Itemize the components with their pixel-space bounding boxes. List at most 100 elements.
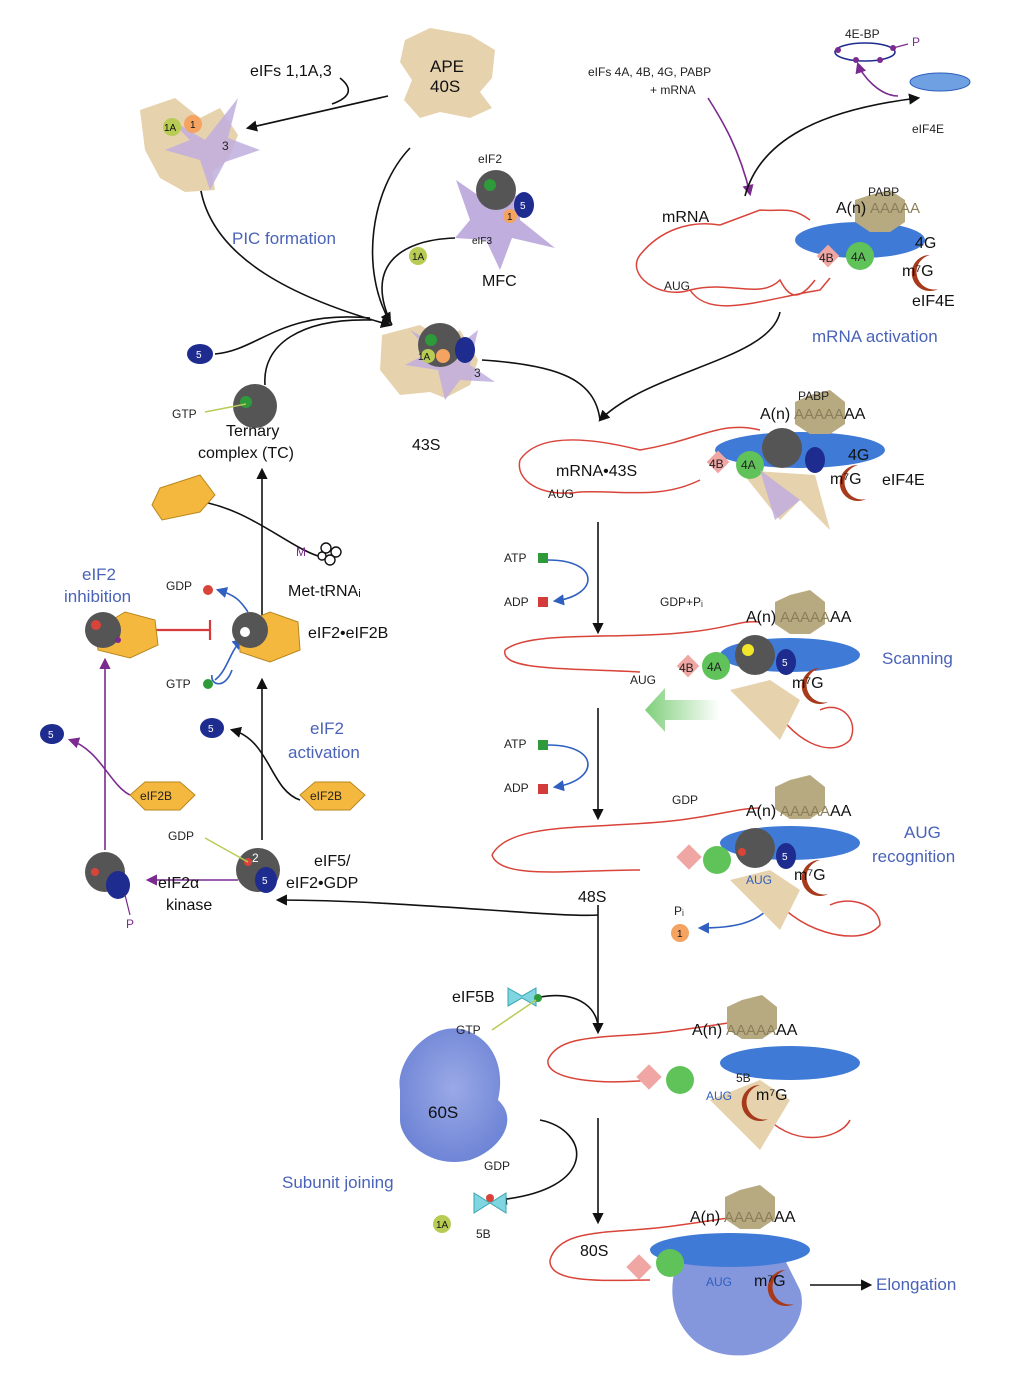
label-poly-a-top: AAAAA	[870, 200, 920, 217]
label-m7g-80s: m⁷G	[754, 1273, 786, 1290]
label-poly-a-aug: AAAAA	[780, 803, 830, 820]
label-adp-1: ADP	[504, 595, 529, 609]
met-trna	[317, 542, 342, 566]
label-aa-43s: AA	[844, 406, 866, 423]
mrna-activation-complex	[635, 190, 938, 307]
label-eif3-mfc: eIF3	[472, 236, 492, 247]
label-scanning: Scanning	[882, 649, 953, 668]
label-aug-80s: AUG	[706, 1275, 732, 1289]
label-aa-80s: AA	[774, 1209, 796, 1226]
label-gtp-eif5b: GTP	[456, 1023, 481, 1037]
eif4e-bp-complex	[834, 42, 909, 63]
label-ternary-1: Ternary	[226, 423, 279, 440]
label-m7g-join: m⁷G	[756, 1087, 788, 1104]
label-eif5b: eIF5B	[452, 989, 495, 1006]
label-43s: 43S	[412, 437, 440, 454]
label-1a-43s: 1A	[418, 352, 431, 363]
label-4e-bp: 4E-BP	[845, 27, 880, 41]
label-80s: 80S	[580, 1243, 608, 1260]
scanning-complex	[504, 590, 860, 749]
aug-recognition-complex	[491, 775, 881, 937]
eif1a-free	[409, 247, 427, 265]
label-1-released: 1	[677, 929, 683, 940]
label-p-top: P	[912, 35, 920, 49]
label-pi-48s: Pᵢ	[674, 904, 684, 918]
label-aa-scan: AA	[830, 609, 852, 626]
label-4g-43s: 4G	[848, 447, 869, 464]
atp-square-1	[538, 553, 548, 563]
ternary-complex	[204, 384, 277, 428]
gdp-dot-red	[203, 585, 213, 595]
label-aug-recog-2: recognition	[872, 847, 955, 866]
label-mfc: MFC	[482, 273, 517, 290]
label-gtp-eif2b: GTP	[166, 677, 191, 691]
eif4e-crescent-top	[928, 88, 946, 117]
label-3-43s: 3	[474, 366, 481, 380]
label-eifs-mrna-2: + mRNA	[650, 83, 696, 97]
label-an-scan: A(n)	[746, 609, 776, 626]
eif5b-gdp	[473, 1192, 507, 1214]
label-mrna-activation: mRNA activation	[812, 327, 938, 346]
label-eif2b-left: eIF2B	[140, 789, 172, 803]
label-aug-scan: AUG	[630, 673, 656, 687]
eif2b-free-shape	[151, 474, 216, 521]
adp-square-1	[538, 597, 548, 607]
gtp-dot-green	[203, 679, 213, 689]
label-eif4e-43s: eIF4E	[882, 472, 925, 489]
eif5-eif2-gdp-complex	[204, 837, 280, 893]
label-aaaa-43s: AAAAAAA	[794, 406, 866, 423]
label-eif5-free: 5	[196, 350, 202, 361]
label-4b-scan: 4B	[679, 661, 694, 675]
label-aug-recog-1: AUG	[904, 823, 941, 842]
label-60s: 60S	[428, 1103, 458, 1122]
label-met-trna: Met-tRNAᵢ	[288, 583, 361, 600]
eif1a-released	[433, 1215, 451, 1233]
label-poly-a-scan: AAAAA	[780, 609, 830, 626]
label-4b-43s: 4B	[709, 457, 724, 471]
label-met-m: M	[296, 545, 306, 559]
label-poly-a-join: AAAAA	[726, 1022, 776, 1039]
eif5-free	[187, 344, 213, 364]
label-5-eif5: 5	[262, 876, 268, 887]
label-aa-aug: AA	[830, 803, 852, 820]
label-gdp-eif2b: GDP	[166, 579, 192, 593]
label-aaaa-80s: AAAAAAA	[724, 1209, 796, 1226]
label-adp-2: ADP	[504, 781, 529, 795]
label-m7g-aug: m⁷G	[794, 867, 826, 884]
label-aug-inner: AUG	[746, 873, 772, 887]
subunit-joining-complex	[547, 995, 860, 1150]
label-1a-released: 1A	[436, 1220, 449, 1231]
label-5b-join: 5B	[736, 1071, 751, 1085]
label-p-kinase: P	[126, 917, 134, 931]
label-eif1-mfc: 1	[507, 212, 513, 223]
eif5b-gtp	[491, 987, 542, 1031]
label-eif2-inhib-2: inhibition	[64, 587, 131, 606]
eif2b-hex-left	[129, 781, 196, 811]
label-elongation: Elongation	[876, 1275, 956, 1294]
label-mrna43s: mRNA•43S	[556, 463, 637, 480]
label-aa-join: AA	[776, 1022, 798, 1039]
label-48s: 48S	[578, 889, 606, 906]
label-an-43s: A(n)	[760, 406, 790, 423]
eif5-free-left	[40, 724, 64, 744]
label-eif2-mfc: eIF2	[478, 152, 502, 166]
label-4a-top: 4A	[851, 250, 866, 264]
scanning-direction-arrow	[645, 688, 720, 732]
label-eif2-inhib-1: eIF2	[82, 565, 116, 584]
label-4g-top: 4G	[915, 235, 936, 252]
label-5-scan: 5	[782, 658, 788, 669]
label-eif2b-mid: eIF2B	[310, 789, 342, 803]
ribosome-80s	[549, 1185, 810, 1356]
label-pabp-top: PABP	[868, 185, 899, 199]
label-aug-43s: AUG	[548, 487, 574, 501]
label-poly-a-80s: AAAAA	[724, 1209, 774, 1226]
label-eif4e-top: eIF4E	[912, 122, 944, 136]
label-eif2-eif2b: eIF2•eIF2B	[308, 625, 388, 642]
label-40s: 40S	[430, 77, 460, 96]
label-aaaa-aug: AAAAAAA	[780, 803, 852, 820]
label-gdp-eif5: GDP	[168, 829, 194, 843]
label-eif1a-free: 1A	[412, 252, 425, 263]
label-eif5-mfc: 5	[520, 201, 526, 212]
label-4b-top: 4B	[819, 251, 834, 265]
